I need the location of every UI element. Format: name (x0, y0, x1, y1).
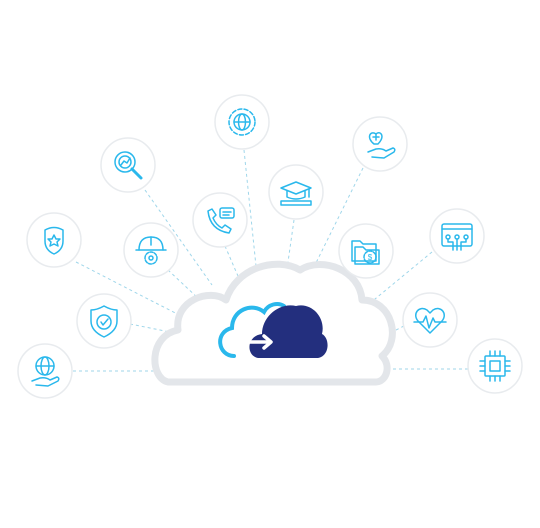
connector-healthcare-care (309, 167, 364, 276)
globe-gear-icon (228, 108, 256, 136)
connector-government (75, 261, 186, 319)
node-circle (100, 137, 156, 193)
svg-text:$: $ (368, 253, 373, 262)
node-it-services (214, 94, 270, 150)
node-circle (268, 164, 324, 220)
connector-contact-center (224, 245, 239, 277)
hardhat-gear-icon (135, 236, 167, 265)
cloud-migration-icon (218, 302, 328, 358)
connector-construction (167, 269, 201, 301)
node-global-services (17, 343, 73, 399)
phone-chat-icon (207, 207, 235, 234)
node-construction (123, 222, 179, 278)
graduation-cap-icon (280, 181, 312, 206)
connector-security (129, 323, 171, 333)
node-circle (429, 208, 485, 264)
node-finance: $ (338, 223, 394, 279)
magnifier-chart-icon (114, 151, 143, 180)
folder-dollar-icon: $ (351, 240, 380, 265)
node-hardware (467, 338, 523, 394)
connector-it-services (243, 149, 257, 267)
browser-circuit-icon (441, 223, 473, 251)
connector-education (287, 219, 295, 263)
node-circle (192, 192, 248, 248)
node-contact-center (192, 192, 248, 248)
chip-icon (479, 350, 511, 382)
central-cloud (151, 260, 396, 386)
node-circle (402, 292, 458, 348)
heart-hand-icon (367, 132, 396, 159)
node-circle (76, 293, 132, 349)
node-circle (338, 223, 394, 279)
node-circle (467, 338, 523, 394)
node-healthcare-care (352, 116, 408, 172)
heart-pulse-icon (413, 307, 447, 334)
shield-check-icon (90, 305, 118, 338)
node-research (100, 137, 156, 193)
node-education (268, 164, 324, 220)
node-software (429, 208, 485, 264)
shield-star-icon (44, 226, 64, 255)
node-government (26, 212, 82, 268)
node-circle (17, 343, 73, 399)
node-health-monitoring (402, 292, 458, 348)
globe-hand-icon (31, 356, 60, 387)
connector-research (144, 189, 213, 286)
node-security (76, 293, 132, 349)
node-circle (26, 212, 82, 268)
node-circle (352, 116, 408, 172)
